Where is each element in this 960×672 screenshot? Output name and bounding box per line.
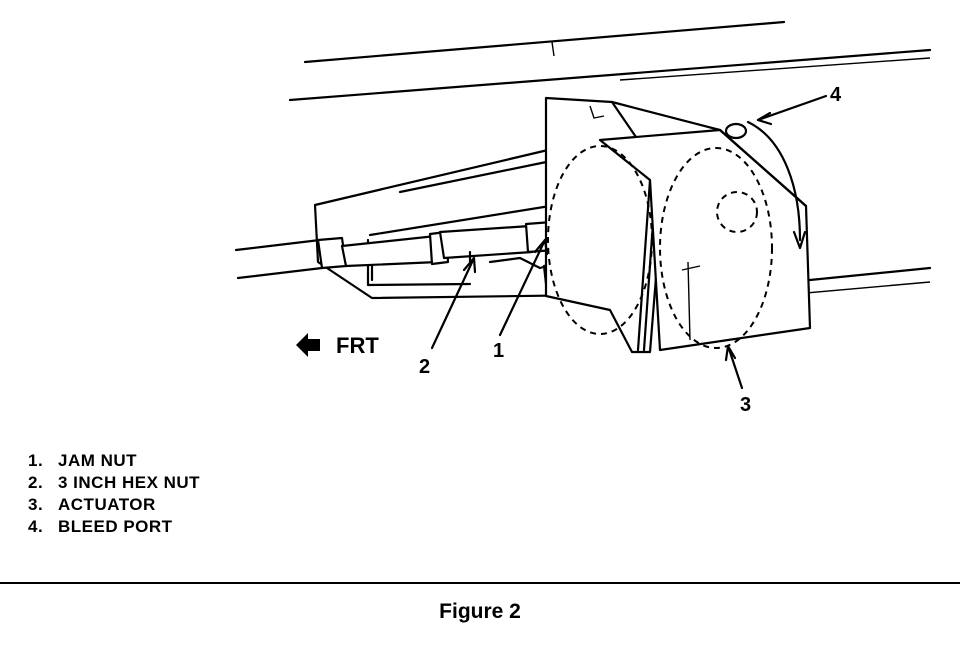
- legend-text: BLEED PORT: [58, 517, 173, 536]
- callout-1: 1: [493, 340, 504, 362]
- legend-text: ACTUATOR: [58, 495, 156, 514]
- legend-item: 2. 3 INCH HEX NUT: [28, 472, 200, 494]
- leader-lines: [430, 94, 828, 390]
- legend-item: 4. BLEED PORT: [28, 516, 200, 538]
- legend-item: 1. JAM NUT: [28, 450, 200, 472]
- figure-caption: Figure 2: [439, 600, 521, 623]
- legend-number: 1.: [28, 451, 44, 470]
- brake-cable: [234, 238, 324, 280]
- callout-3: 3: [740, 394, 751, 416]
- front-direction-label: FRT: [336, 333, 379, 358]
- bleed-port: [724, 120, 807, 250]
- upper-frame-rails: [288, 20, 932, 102]
- actuator-body: [547, 100, 812, 352]
- legend-number: 4.: [28, 517, 44, 536]
- callout-2: 2: [419, 356, 430, 378]
- callout-4: 4: [830, 84, 842, 106]
- legend-number: 3.: [28, 495, 44, 514]
- legend-text: JAM NUT: [58, 451, 138, 470]
- legend-text: 3 INCH HEX NUT: [58, 473, 201, 492]
- parts-legend: 1. JAM NUT 2. 3 INCH HEX NUT 3. ACTUATOR 4.…: [28, 450, 200, 538]
- legend-number: 2.: [28, 473, 44, 492]
- front-arrow-icon: [296, 333, 320, 357]
- cable-end-fitting: [316, 220, 597, 270]
- legend-item: 3. ACTUATOR: [28, 494, 200, 516]
- divider-line: [0, 582, 960, 584]
